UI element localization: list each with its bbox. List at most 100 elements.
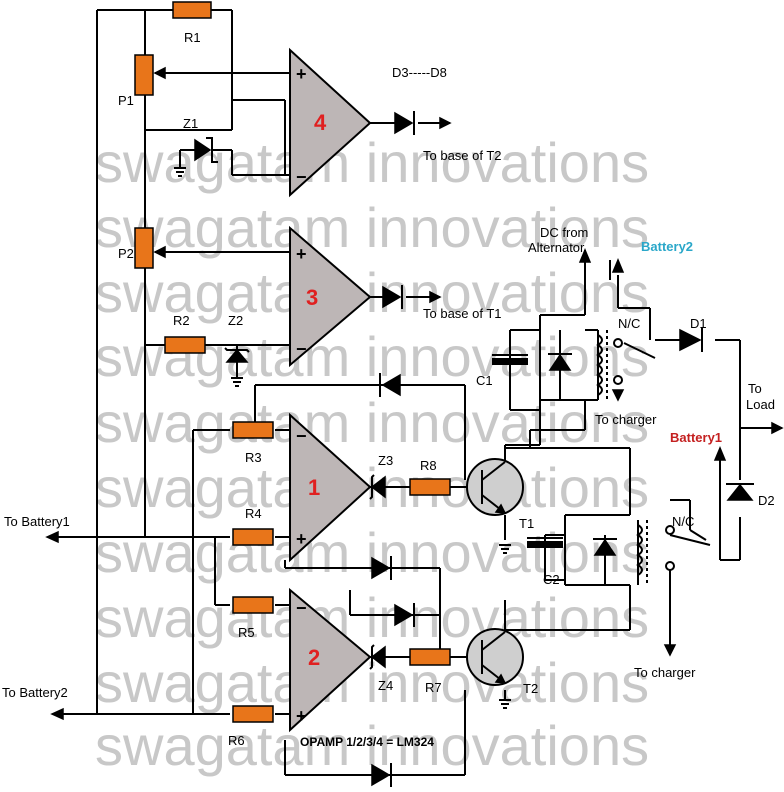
diode-icon: [382, 285, 402, 309]
arrowheads: [45, 66, 784, 721]
transistor-t2: [466, 628, 524, 686]
arrow-icon: [611, 389, 625, 402]
diode-icon: [394, 603, 414, 627]
label-z1: Z1: [183, 116, 198, 131]
diode-icon: [371, 556, 391, 580]
opamp-3: + − 3: [289, 225, 372, 368]
arrow-icon: [663, 644, 677, 657]
label-battery1: Battery1: [670, 430, 722, 445]
label-d1: D1: [690, 316, 707, 331]
arrow-icon: [713, 446, 727, 461]
zeners: [194, 137, 386, 670]
label-opamp-note: OPAMP 1/2/3/4 = LM324: [300, 735, 434, 749]
labels: R1 P1 P2 Z1 R2 Z2 R3 R4 R5 R6 R7 R8 Z3 Z…: [2, 30, 775, 749]
resistors: [134, 1, 451, 723]
label-load: Load: [746, 397, 775, 412]
relay-coil-icon: [596, 334, 603, 396]
watermark-text: swagatam innovations: [95, 261, 649, 324]
watermark-text: swagatam innovations: [95, 325, 649, 388]
label-d2: D2: [758, 493, 775, 508]
label-t2: T2: [523, 681, 538, 696]
arrow-icon: [153, 66, 166, 80]
svg-text:−: −: [296, 167, 307, 187]
label-r7: R7: [425, 680, 442, 695]
diode-icon: [394, 111, 414, 135]
svg-text:−: −: [296, 426, 307, 446]
arrow-icon: [439, 116, 452, 130]
label-r4: R4: [245, 506, 262, 521]
relay-coils: [596, 330, 675, 585]
arrow-icon: [578, 248, 592, 263]
label-to-base-t1: To base of T1: [423, 306, 502, 321]
diode-icon: [371, 763, 391, 787]
label-to-base-t2: To base of T2: [423, 148, 502, 163]
label-r2: R2: [173, 313, 190, 328]
zener-z3-icon: [370, 475, 386, 499]
svg-text:+: +: [296, 706, 307, 726]
diode-icon: [548, 353, 572, 371]
label-battery2: Battery2: [641, 239, 693, 254]
watermark-text: swagatam innovations: [95, 391, 649, 454]
arrow-icon: [429, 290, 442, 304]
label-d3-d8: D3-----D8: [392, 65, 447, 80]
arrow-icon: [611, 258, 625, 273]
watermark-text: swagatam innovations: [95, 586, 649, 649]
arrow-icon: [771, 421, 784, 435]
opamp-1: − + 1: [289, 412, 372, 563]
diode-icon: [381, 373, 401, 397]
svg-text:+: +: [296, 244, 307, 264]
arrow-icon: [153, 245, 166, 259]
opamp-number: 1: [308, 475, 320, 500]
label-t1: T1: [519, 516, 534, 531]
label-alternator: Alternator: [528, 240, 585, 255]
resistor-r3: [232, 421, 274, 439]
label-r3: R3: [245, 450, 262, 465]
resistor-r5: [232, 596, 274, 614]
resistor-r6: [232, 705, 274, 723]
diode-icon: [593, 538, 617, 556]
label-c1: C1: [476, 373, 493, 388]
zener-z1-icon: [194, 138, 212, 162]
label-to: To: [748, 381, 762, 396]
label-to-charger-1: To charger: [595, 412, 657, 427]
opamp-number: 3: [306, 285, 318, 310]
label-nc-2: N/C: [672, 514, 694, 529]
opamp-number: 4: [314, 110, 327, 135]
label-to-battery1: To Battery1: [4, 514, 70, 529]
resistor-r7: [409, 648, 451, 666]
resistor-r1: [172, 1, 212, 19]
potentiometer-p1: [134, 54, 154, 96]
svg-text:+: +: [296, 529, 307, 549]
resistor-r4: [232, 528, 274, 546]
label-z2: Z2: [228, 313, 243, 328]
label-p2: P2: [118, 246, 134, 261]
opamp-4: + − 4: [289, 47, 372, 198]
label-to-charger-2: To charger: [634, 665, 696, 680]
diode-d2-icon: [726, 483, 754, 501]
resistor-r2: [164, 336, 206, 354]
label-to-battery2: To Battery2: [2, 685, 68, 700]
label-p1: P1: [118, 93, 134, 108]
svg-text:+: +: [296, 64, 307, 84]
opamp-2: − + 2: [289, 587, 372, 733]
label-nc-1: N/C: [618, 316, 640, 331]
svg-text:−: −: [296, 598, 307, 618]
label-z3: Z3: [378, 453, 393, 468]
watermark-text: swagatam innovations: [95, 196, 649, 259]
diode-d1-icon: [679, 328, 702, 352]
arrow-icon: [45, 530, 59, 544]
wires: [55, 9, 782, 776]
label-dc-from: DC from: [540, 225, 588, 240]
opamp-number: 2: [308, 645, 320, 670]
label-r5: R5: [238, 625, 255, 640]
label-r8: R8: [420, 458, 437, 473]
label-r6: R6: [228, 733, 245, 748]
zener-z4-icon: [370, 645, 386, 669]
capacitors: [492, 354, 563, 548]
svg-text:−: −: [296, 339, 307, 359]
resistor-r8: [409, 478, 451, 496]
label-c2: C2: [543, 572, 560, 587]
potentiometer-p2: [134, 227, 154, 269]
watermark-text: swagatam innovations: [95, 131, 649, 194]
